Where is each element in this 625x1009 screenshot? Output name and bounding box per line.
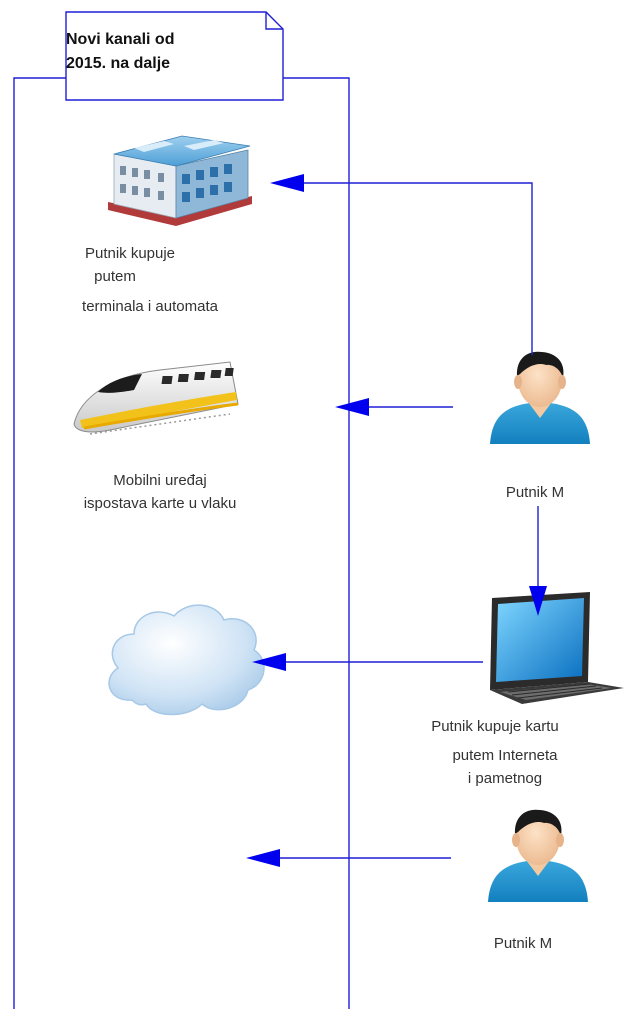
cloud-icon — [108, 604, 265, 716]
note-title-line2: 2015. na dalje — [66, 55, 171, 72]
laptop-label-line2: putem Interneta — [452, 747, 558, 764]
arrowhead-person2 — [246, 849, 280, 867]
terminal-label-line1: Putnik kupuje — [84, 245, 176, 262]
train-icon — [73, 361, 239, 435]
person2-label: Putnik M — [493, 935, 553, 952]
laptop-label-line1: Putnik kupuje kartu — [431, 718, 559, 735]
terminal-label-line2: putem — [94, 268, 136, 285]
arrowhead-train — [335, 398, 369, 416]
left-lifeline — [13, 77, 66, 1009]
building-icon — [108, 135, 252, 226]
arrowhead-cloud — [252, 653, 286, 671]
note-fold — [265, 12, 283, 30]
train-label-line2: ispostava karte u vlaku — [83, 495, 237, 512]
person-icon — [488, 809, 588, 902]
note-box — [65, 11, 284, 101]
person1-label: Putnik M — [505, 484, 565, 501]
train-label-line1: Mobilni uređaj — [113, 472, 207, 489]
laptop-label-line3: i pametnog — [467, 770, 543, 787]
arrowhead-terminal — [270, 174, 304, 192]
laptop-icon — [490, 592, 624, 704]
terminal-label-line3: terminala i automata — [82, 298, 218, 315]
note-title: Novi kanali od 2015. na dalje — [66, 28, 276, 76]
note-title-line1: Novi kanali od — [66, 31, 175, 48]
person-icon — [490, 351, 590, 444]
connector-person-to-terminal — [300, 182, 533, 355]
right-lifeline — [283, 77, 350, 1009]
arrowhead-laptop — [529, 586, 547, 616]
